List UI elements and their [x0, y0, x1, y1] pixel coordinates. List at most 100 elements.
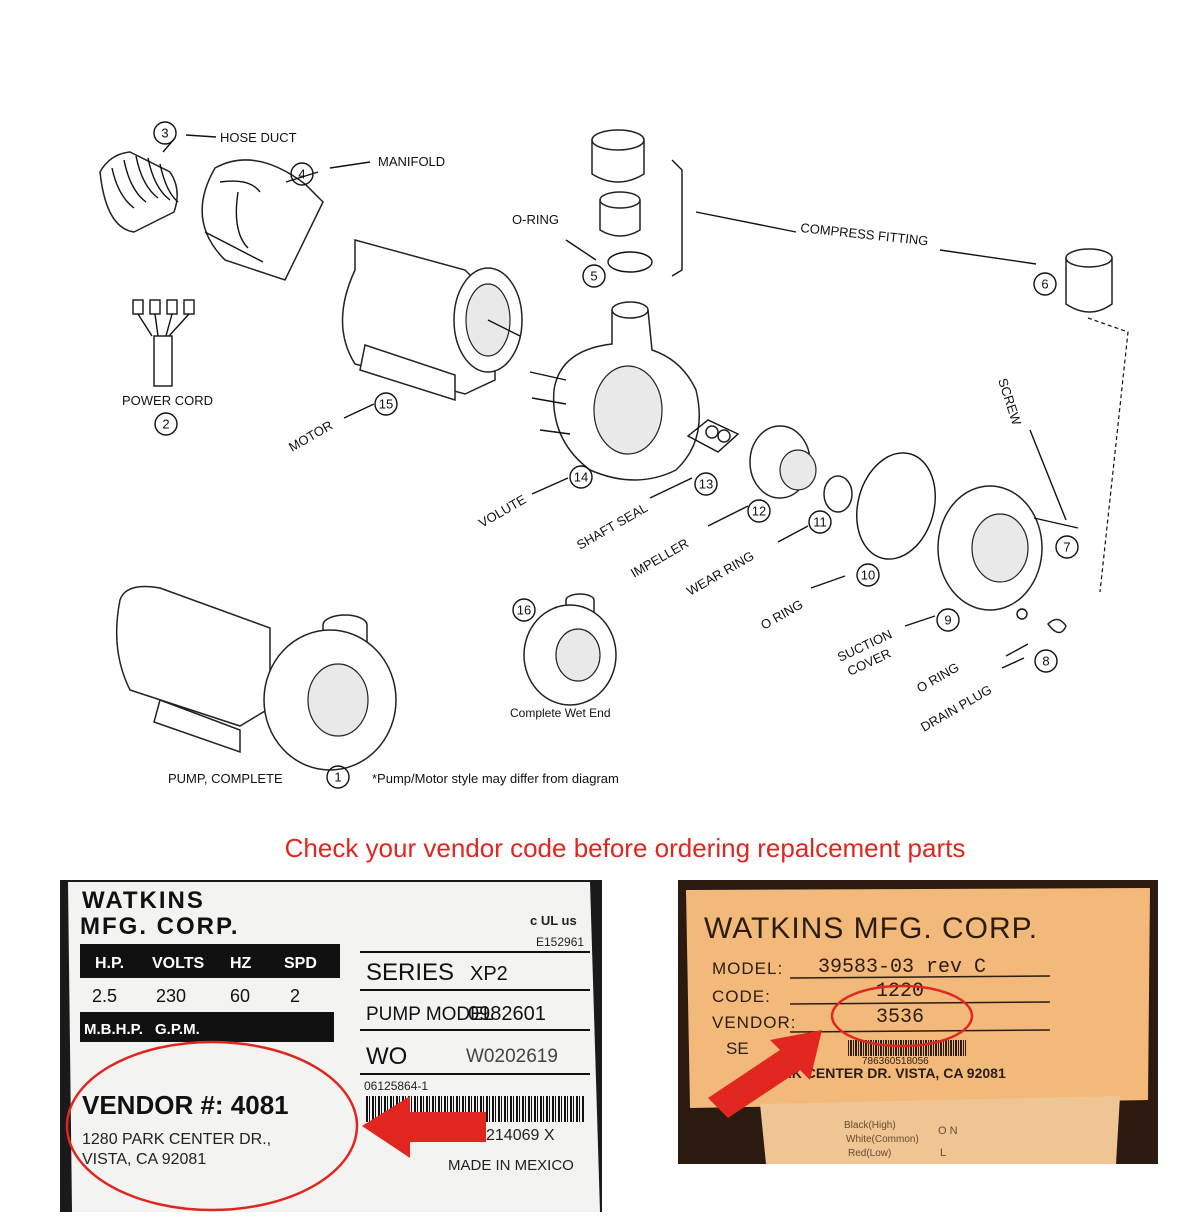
callout-number: 15 — [379, 397, 393, 412]
callout-label: HOSE DUCT — [220, 130, 297, 145]
callout-label: POWER CORD — [122, 393, 213, 408]
series-label: SERIES — [366, 959, 454, 986]
wire-black: Black(High) — [844, 1120, 896, 1131]
address: 1 RK CENTER DR. VISTA, CA 92081 — [770, 1065, 1006, 1081]
callout-number: 13 — [699, 477, 713, 492]
callout-label: O-RING — [512, 212, 559, 227]
code-label: CODE: — [712, 987, 771, 1006]
vendor-code-notice: Check your vendor code before ordering r… — [285, 833, 966, 863]
callout-number: 3 — [161, 126, 168, 141]
address-line-2: VISTA, CA 92081 — [82, 1151, 206, 1168]
o-ring-drawing — [856, 452, 936, 560]
spec-value-hz: 60 — [230, 986, 250, 1006]
callout-3: 3 HOSE DUCT — [153, 121, 297, 145]
callout-10: 10 O RING — [758, 563, 880, 633]
callout-label: Complete Wet End — [510, 706, 611, 720]
cert-mark: c UL us — [530, 913, 577, 928]
wire-white: White(Common) — [846, 1134, 919, 1145]
spec-header-hp: H.P. — [95, 955, 124, 972]
spec-value-spd: 2 — [290, 986, 300, 1006]
made-in: MADE IN MEXICO — [448, 1157, 574, 1174]
callout-number: 2 — [162, 417, 169, 432]
wire-mark-1: O N — [938, 1125, 958, 1137]
callout-number: 7 — [1063, 540, 1070, 555]
compress-fitting-drawing — [591, 129, 1113, 313]
impeller-drawing — [749, 425, 817, 499]
manifold-drawing — [201, 159, 324, 281]
brand-line-2: MFG. CORP. — [80, 913, 240, 940]
spec-header-spd: SPD — [284, 955, 317, 972]
pump-model-label: PUMP MODEL — [366, 1004, 493, 1025]
shaft-seal-drawing — [686, 419, 740, 453]
code-value: 1220 — [876, 980, 924, 1003]
callout-number: 11 — [813, 515, 827, 530]
vendor-value: 3536 — [876, 1006, 924, 1029]
callout-label: COMPRESS FITTING — [800, 220, 929, 248]
leader-lines — [162, 134, 1067, 669]
callout-16: 16 Complete Wet End — [510, 598, 611, 720]
callout-label: SHAFT SEAL — [574, 500, 650, 553]
wire-red: Red(Low) — [848, 1148, 891, 1159]
callout-label: MOTOR — [286, 418, 335, 455]
left-label-photo: WATKINS MFG. CORP. c UL us E152961 H.P. … — [60, 880, 602, 1212]
spec-header-hz: HZ — [230, 955, 252, 972]
spec-header-gpm: G.P.M. — [155, 1021, 200, 1038]
cert-number: E152961 — [536, 935, 584, 949]
vendor-highlight-circle — [65, 1040, 359, 1212]
wo-value: W0202619 — [466, 1046, 558, 1067]
wire-mark-2: L — [940, 1147, 946, 1159]
spec-value-volts: 230 — [156, 986, 186, 1006]
callout-label: IMPELLER — [628, 535, 691, 580]
callout-8: 8 DRAIN PLUG — [918, 649, 1058, 735]
vendor-arrow-right — [708, 1030, 822, 1118]
spec-value-hp: 2.5 — [92, 986, 117, 1006]
wear-ring-drawing — [823, 475, 853, 513]
spec-header-volts: VOLTS — [152, 955, 204, 972]
suction-cover-drawing — [937, 485, 1079, 634]
right-label-photo: WATKINS MFG. CORP. MODEL: 39583-03 rev C… — [678, 880, 1158, 1164]
vendor-label: VENDOR: — [712, 1013, 796, 1032]
brand-line-1: WATKINS — [82, 887, 205, 914]
power-cord-drawing — [132, 299, 195, 387]
motor-drawing — [341, 239, 523, 402]
callout-number: 9 — [944, 613, 951, 628]
vendor-highlight-circle-right — [830, 984, 974, 1048]
serial-number: 214069 X — [486, 1127, 555, 1144]
callout-5: 5 O-RING — [512, 212, 606, 288]
barcode-text: 06125864-1 — [364, 1079, 428, 1093]
volute-drawing — [529, 301, 700, 481]
spec-header-mbhp: M.B.H.P. — [84, 1021, 143, 1038]
callout-number: 12 — [752, 504, 766, 519]
hose-duct-drawing — [99, 151, 179, 233]
callout-1: 1 PUMP, COMPLETE — [168, 765, 350, 789]
callout-number: 1 — [334, 770, 341, 785]
callout-label: WEAR RING — [684, 548, 757, 599]
vendor-number: VENDOR #: 4081 — [82, 1090, 289, 1120]
brand-title: WATKINS MFG. CORP. — [704, 912, 1038, 945]
callout-number: 5 — [590, 269, 597, 284]
callout-number: 8 — [1042, 654, 1049, 669]
callout-number: 10 — [861, 568, 875, 583]
pump-model-value: 0982601 — [468, 1003, 546, 1025]
callout-label: VOLUTE — [476, 491, 529, 530]
callout-4: 4 MANIFOLD — [290, 154, 445, 186]
vendor-arrow-left — [362, 1096, 486, 1158]
footnote: *Pump/Motor style may differ from diagra… — [372, 771, 619, 786]
wet-end-drawing — [523, 593, 617, 706]
callout-label: O RING — [914, 659, 962, 695]
callout-number: 4 — [298, 167, 305, 182]
spec-header-bar — [80, 944, 340, 978]
complete-pump-drawing — [115, 585, 397, 771]
callout-o-ring-drain: O RING — [914, 659, 962, 695]
callout-label: SCREW — [995, 376, 1024, 427]
callout-number: 6 — [1041, 277, 1048, 292]
callout-6: 6 COMPRESS FITTING — [800, 220, 1057, 296]
callout-14: 14 VOLUTE — [476, 465, 593, 531]
se-label: SE — [726, 1039, 749, 1058]
barcode-number: 786360518056 — [862, 1056, 929, 1067]
guide-line — [1087, 317, 1129, 593]
callout-label: MANIFOLD — [378, 154, 445, 169]
series-value: XP2 — [470, 963, 508, 985]
